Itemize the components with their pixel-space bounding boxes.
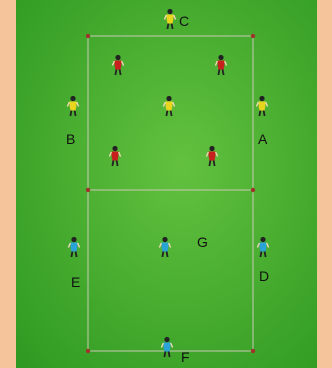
cone: [86, 349, 90, 353]
label-d: D: [259, 268, 269, 284]
cone: [86, 34, 90, 38]
cone: [251, 349, 255, 353]
pitch: [16, 0, 317, 368]
label-g: G: [197, 234, 208, 250]
label-b: B: [66, 131, 75, 147]
label-f: F: [181, 349, 190, 365]
label-a: A: [258, 131, 268, 147]
cone: [251, 34, 255, 38]
cone: [251, 188, 255, 192]
label-c: C: [179, 13, 189, 29]
cone: [86, 188, 90, 192]
label-e: E: [71, 274, 80, 290]
